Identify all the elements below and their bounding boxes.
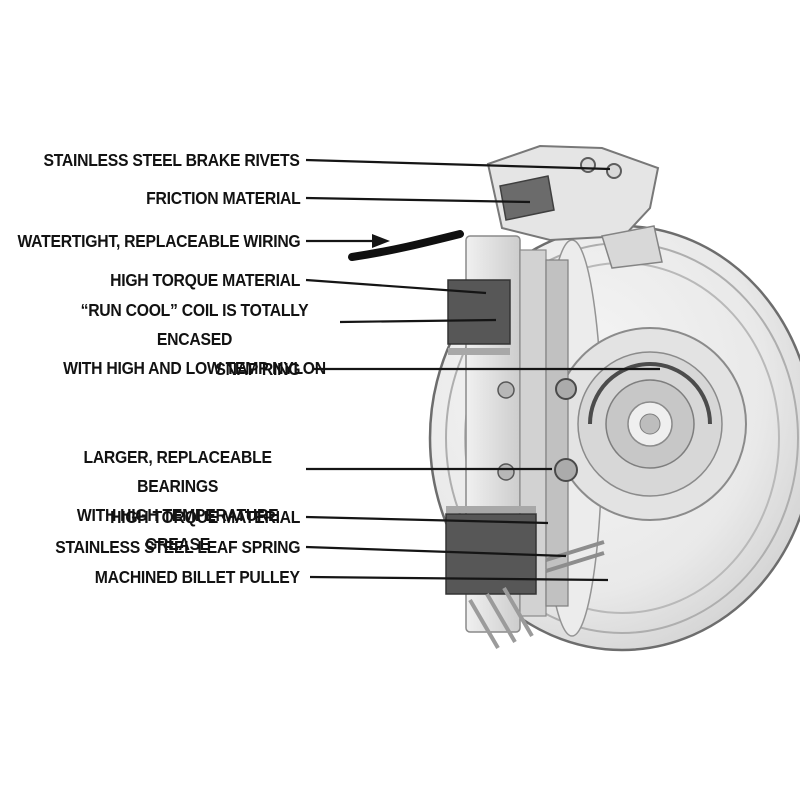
callout-friction-material: FRICTION MATERIAL xyxy=(145,188,301,208)
bearing-upper xyxy=(555,378,577,400)
pin-lower xyxy=(497,463,515,481)
callout-run-cool-coil-line2: WITH HIGH AND LOW TEMP NYLON xyxy=(63,358,326,378)
callout-high-torque-material-lower: HIGH TORQUE MATERIAL xyxy=(109,507,300,527)
snap-ring xyxy=(588,362,712,425)
callout-run-cool-coil-line1: “RUN COOL” COIL IS TOTALLY ENCASED xyxy=(80,300,309,349)
brake-arm-assembly xyxy=(486,144,663,269)
callout-high-torque-material-upper: HIGH TORQUE MATERIAL xyxy=(109,270,300,290)
hub xyxy=(553,327,747,521)
callout-stainless-steel-leaf-spring: STAINLESS STEEL LEAF SPRING xyxy=(54,537,300,557)
leader-lines xyxy=(305,158,660,582)
wiring-arrowhead xyxy=(372,234,390,248)
friction-pad xyxy=(499,175,555,221)
brake-rivet xyxy=(606,163,622,179)
callout-bearings-line1: LARGER, REPLACEABLE BEARINGS xyxy=(83,447,272,496)
callout-larger-replaceable-bearings: LARGER, REPLACEABLE BEARINGS WITH HIGH T… xyxy=(55,443,300,559)
brake-rivet xyxy=(580,157,596,173)
callout-machined-billet-pulley: MACHINED BILLET PULLEY xyxy=(95,567,300,587)
wiring xyxy=(348,230,464,261)
coil-upper xyxy=(447,279,511,345)
pin-upper xyxy=(497,381,515,399)
callout-run-cool-coil: “RUN COOL” COIL IS TOTALLY ENCASED WITH … xyxy=(55,296,334,383)
bearing-lower xyxy=(554,458,578,482)
callout-bearings-line2: WITH HIGH TEMPERATURE GREASE xyxy=(76,505,279,554)
leaf-spring xyxy=(545,540,605,573)
callout-watertight-replaceable-wiring: WATERTIGHT, REPLACEABLE WIRING xyxy=(17,231,300,251)
callout-snap-ring: SNAP RING xyxy=(215,359,300,379)
callout-stainless-steel-brake-rivets: STAINLESS STEEL BRAKE RIVETS xyxy=(43,150,300,170)
pulley-grooves xyxy=(468,586,534,650)
